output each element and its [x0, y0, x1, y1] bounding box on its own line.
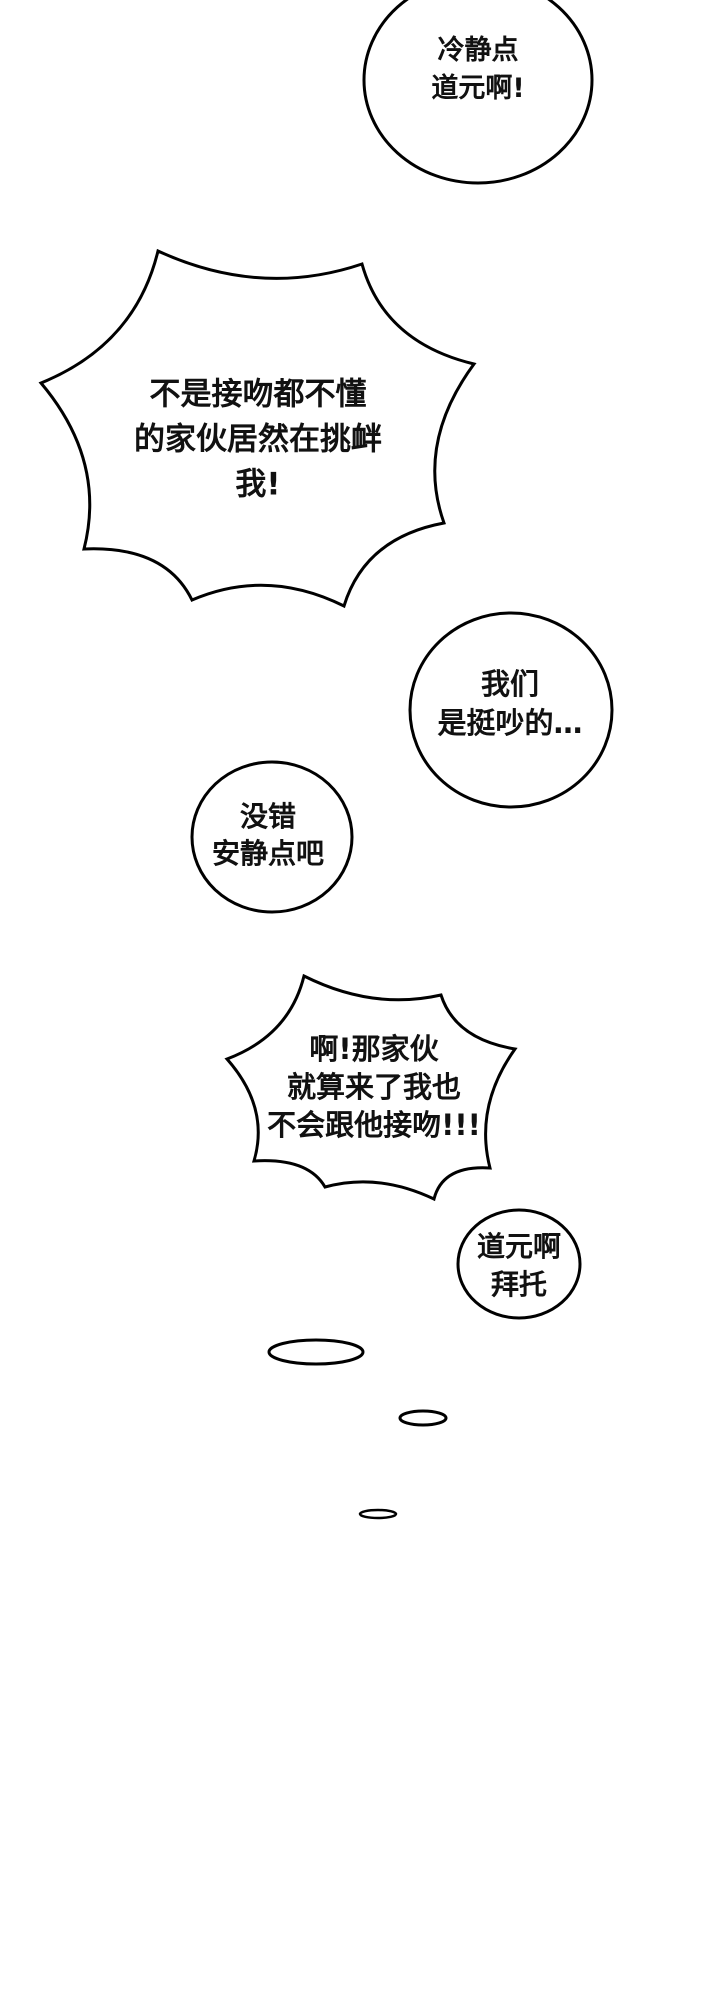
text-line: 不会跟他接吻!!! [267, 1108, 481, 1142]
round-bubble-3 [408, 611, 614, 809]
text-line: 不是接吻都不懂 [149, 376, 367, 413]
text-line: 拜托 [490, 1268, 548, 1301]
spiky-bubble-5 [224, 973, 518, 1202]
small-bubble-a [267, 1338, 365, 1366]
text-line: 是挺吵的… [437, 706, 583, 740]
text-line: 我! [235, 466, 281, 503]
bubble-text-5: 啊!那家伙 就算来了我也 不会跟他接吻!!! [267, 1030, 481, 1144]
text-line: 安静点吧 [211, 837, 325, 870]
text-line: 的家伙居然在挑衅 [134, 421, 382, 458]
text-line: 道元啊! [431, 73, 525, 104]
round-bubble-4 [190, 760, 354, 914]
bubble-text-1: 冷静点 道元啊! [431, 32, 524, 108]
bubble-text-6: 道元啊 拜托 [477, 1228, 561, 1304]
small-bubble-c [358, 1508, 398, 1520]
text-line: 啊!那家伙 [309, 1032, 439, 1066]
text-line: 冷静点 [437, 35, 519, 66]
round-bubble-1 [362, 0, 594, 185]
bubble-text-2: 不是接吻都不懂 的家伙居然在挑衅 我! [134, 373, 382, 508]
bubble-text-3: 我们 是挺吵的… [437, 665, 582, 743]
text-line: 就算来了我也 [286, 1070, 461, 1104]
text-line: 我们 [480, 667, 540, 701]
bubble-text-4: 没错 安静点吧 [212, 798, 324, 872]
text-line: 道元啊 [476, 1230, 562, 1263]
text-line: 没错 [239, 800, 297, 833]
spiky-bubble-2 [38, 248, 477, 609]
round-bubble-6 [456, 1208, 582, 1320]
small-bubble-b [398, 1409, 448, 1427]
